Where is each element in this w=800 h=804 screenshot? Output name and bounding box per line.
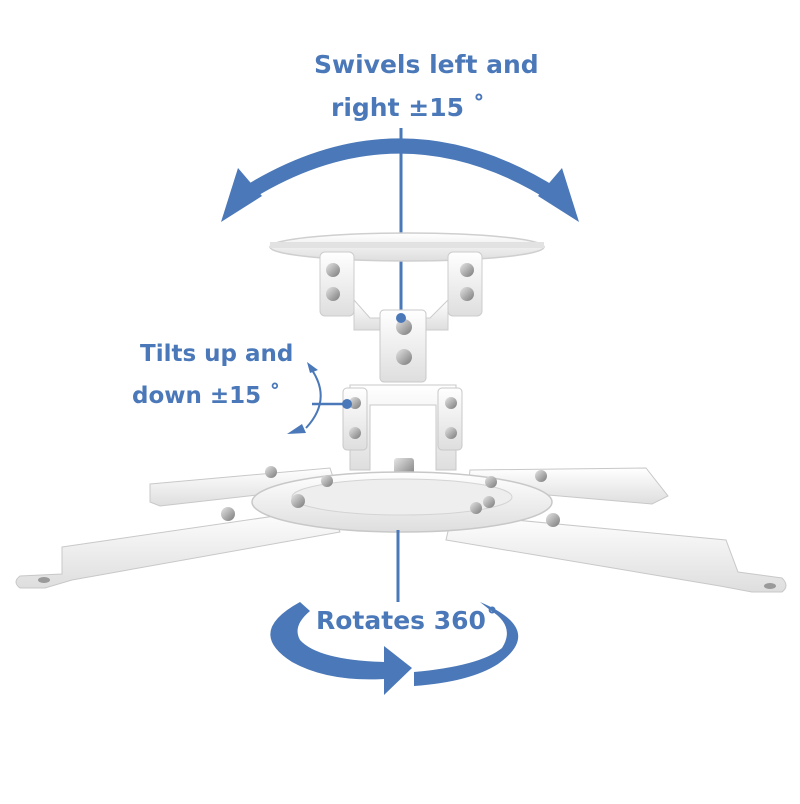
bolt-icon xyxy=(349,427,361,439)
ceiling-plate xyxy=(269,232,545,262)
bolt-icon xyxy=(445,427,457,439)
center-column xyxy=(379,309,427,383)
mount-legs xyxy=(15,466,787,593)
bolt-icon xyxy=(265,466,277,478)
rotate-arrow-icon xyxy=(270,602,519,695)
bolt-icon xyxy=(349,397,361,409)
center-disc xyxy=(251,471,553,533)
bolt-icon xyxy=(326,287,340,301)
rotate-label: Rotates 360˚ xyxy=(316,606,499,635)
bolt-icon xyxy=(485,476,497,488)
bolt-icon xyxy=(460,287,474,301)
tilt-label-line2: down ±15 ˚ xyxy=(132,383,281,409)
bolt-icon xyxy=(470,502,482,514)
tilt-arrow-icon xyxy=(287,362,352,434)
bolt-icon xyxy=(221,507,235,521)
bolt-icon xyxy=(396,319,412,335)
bolt-icon xyxy=(460,263,474,277)
swivel-label-line1: Swivels left and xyxy=(314,50,539,79)
tilt-label-line1: Tilts up and xyxy=(140,341,294,367)
bolt-icon xyxy=(483,496,495,508)
swivel-pointer-dot xyxy=(396,313,406,323)
tilt-yoke xyxy=(342,384,463,478)
bolt-icon xyxy=(546,513,560,527)
bolt-icon xyxy=(396,349,412,365)
bolt-icon xyxy=(326,263,340,277)
bolt-icon xyxy=(321,475,333,487)
bolt-icon xyxy=(445,397,457,409)
swivel-label-line2: right ±15 ˚ xyxy=(331,93,486,122)
bolt-icon xyxy=(535,470,547,482)
bolt-icon xyxy=(291,494,305,508)
